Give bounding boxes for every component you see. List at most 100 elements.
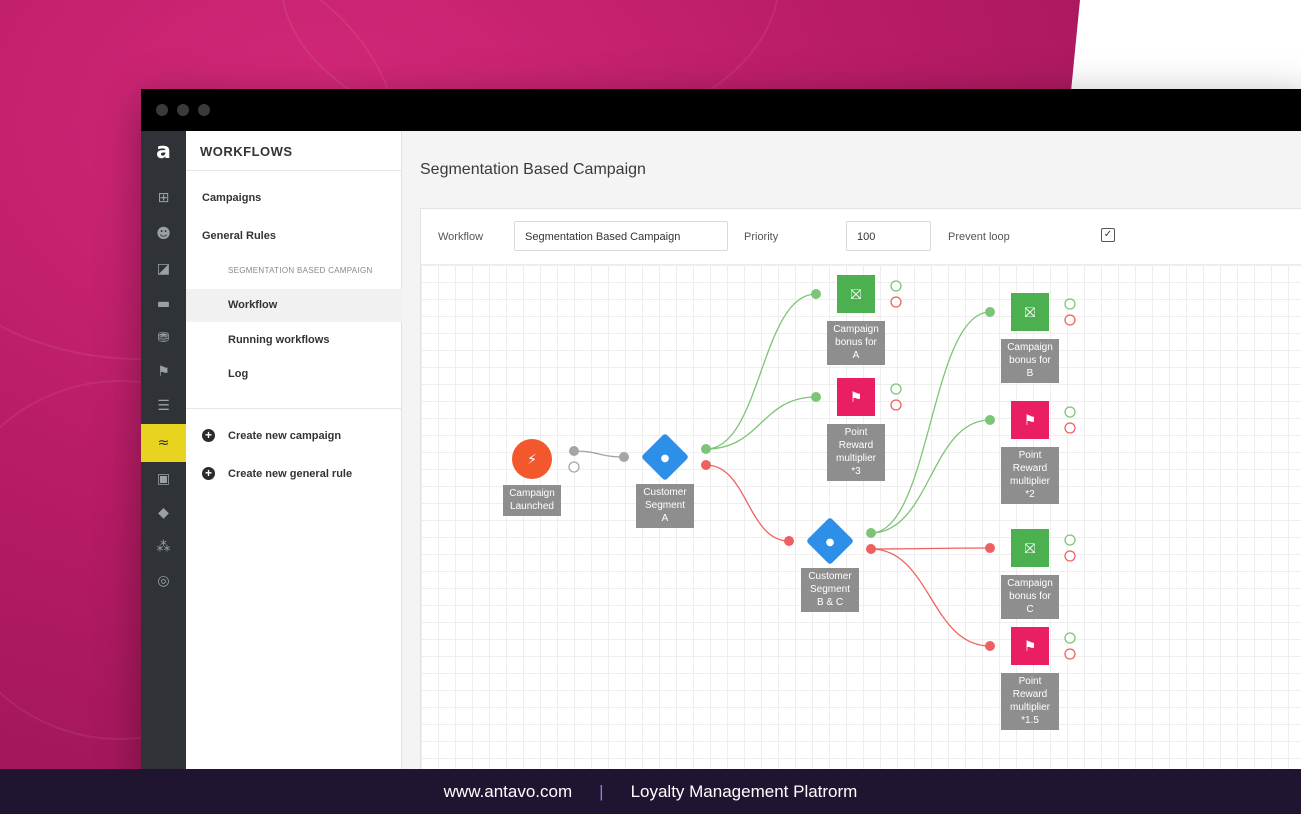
create-campaign-label: Create new campaign: [228, 429, 342, 442]
wallet-icon[interactable]: ▬: [156, 296, 171, 312]
input-port: [985, 641, 995, 651]
workflow-toolbar: Workflow Segmentation Based Campaign Pri…: [421, 209, 1301, 265]
workflow-edge: [705, 464, 790, 542]
flag-icon: ⚑: [1024, 413, 1037, 429]
node-label-box: [1001, 339, 1059, 383]
node-label-line: *3: [851, 466, 861, 477]
flag-icon[interactable]: ⚑: [157, 364, 170, 380]
node-label-line: Segment: [645, 500, 685, 511]
node-label-box: [1001, 575, 1059, 619]
gift-icon[interactable]: ⛃: [157, 330, 170, 346]
segments-icon[interactable]: ◪: [156, 261, 171, 277]
priority-input[interactable]: 100: [846, 221, 931, 251]
create-campaign-button[interactable]: + Create new campaign: [202, 429, 341, 442]
yes-port: [866, 528, 876, 538]
flag-node-shape: [837, 378, 875, 416]
logo-icon[interactable]: a: [141, 131, 186, 171]
lightning-icon: ⚡: [527, 452, 537, 468]
window-titlebar: [141, 89, 1301, 131]
node-label-box: [827, 424, 885, 481]
node-label-line: *2: [1025, 489, 1035, 500]
sidebar-divider: [186, 408, 401, 409]
node-label-box: [827, 321, 885, 365]
gift-node-shape: [837, 275, 875, 313]
input-port: [619, 452, 629, 462]
sidebar-item-general-rules[interactable]: General Rules: [202, 230, 276, 242]
input-port: [985, 307, 995, 317]
node-label-line: Segment: [810, 584, 850, 595]
workflow-name-input[interactable]: Segmentation Based Campaign: [514, 221, 728, 251]
node-label-line: Reward: [839, 440, 873, 451]
workflow-edge: [870, 548, 991, 647]
window-minimize-dot[interactable]: [177, 104, 189, 116]
node-label-line: *1.5: [1021, 715, 1039, 726]
node-label-line: Customer: [643, 487, 687, 498]
workflow-edge: [705, 293, 817, 450]
tags-icon[interactable]: ◆: [158, 505, 169, 521]
prevent-loop-checkbox[interactable]: ✓: [1101, 228, 1115, 242]
footer-tagline: Loyalty Management Platrorm: [630, 781, 858, 801]
plus-circle-icon: +: [202, 429, 215, 442]
workflow-edge: [870, 311, 991, 534]
node-label-box: [636, 484, 694, 528]
node-label-line: Campaign: [509, 488, 555, 499]
sidebar-item-campaigns[interactable]: Campaigns: [202, 192, 262, 204]
node-label-line: Reward: [1013, 463, 1047, 474]
inbox-icon[interactable]: ▣: [156, 471, 171, 487]
node-label-line: bonus for: [1009, 591, 1051, 602]
app-window: a ⊞ ☻ ◪ ▬ ⛃ ⚑ ☰ ≈ ▣ ◆ ⁂ ◎ WORKFLOWS Campaigns Gener…: [141, 89, 1301, 779]
sidebar-title: WORKFLOWS: [186, 131, 401, 171]
sidebar-item-workflow[interactable]: Workflow: [186, 289, 402, 322]
flag-icon: ⚑: [850, 390, 863, 406]
failure-port: [1064, 422, 1076, 434]
dashboard-icon[interactable]: ⊞: [157, 190, 170, 206]
create-general-rule-button[interactable]: + Create new general rule: [202, 467, 352, 480]
failure-port: [890, 399, 902, 411]
node-label-line: B: [1027, 368, 1034, 379]
workflow-graph: ⚡CampaignLaunched●CustomerSegmentA⛝Campa…: [503, 275, 1076, 730]
node-label-line: bonus for: [1009, 355, 1051, 366]
footer-separator: |: [599, 781, 604, 801]
success-port: [890, 383, 902, 395]
trigger-node-shape: [512, 439, 552, 479]
window-close-dot[interactable]: [156, 104, 168, 116]
users-icon[interactable]: ☻: [156, 226, 171, 242]
priority-label: Priority: [744, 231, 779, 243]
sidebar-item-log[interactable]: Log: [228, 368, 249, 380]
success-port: [1064, 534, 1076, 546]
footer-bar: www.antavo.com | Loyalty Management Plat…: [0, 769, 1301, 814]
chat-icon[interactable]: ☰: [157, 398, 170, 414]
stars-icon[interactable]: ⁂: [156, 539, 171, 555]
flag-icon: ⚑: [1024, 639, 1037, 655]
window-maximize-dot[interactable]: [198, 104, 210, 116]
no-port: [701, 460, 711, 470]
user-icon: ●: [826, 537, 835, 548]
node-label-line: bonus for: [835, 337, 877, 348]
flag-node-shape: [1011, 627, 1049, 665]
failure-port: [890, 296, 902, 308]
gift-node-shape: [1011, 529, 1049, 567]
node-label-line: A: [853, 350, 860, 361]
node-label-line: B & C: [817, 597, 843, 608]
output-port: [568, 461, 580, 473]
sidebar-item-running-workflows[interactable]: Running workflows: [228, 334, 330, 346]
success-port: [1064, 406, 1076, 418]
node-label-box: [1001, 447, 1059, 504]
node-label-line: Point: [1019, 450, 1042, 461]
input-port: [811, 289, 821, 299]
node-label-line: Reward: [1013, 689, 1047, 700]
icon-rail: a ⊞ ☻ ◪ ▬ ⛃ ⚑ ☰ ≈ ▣ ◆ ⁂ ◎: [141, 131, 186, 779]
workflows-icon[interactable]: ≈: [141, 424, 186, 462]
support-icon[interactable]: ◎: [157, 573, 170, 589]
footer-url[interactable]: www.antavo.com: [443, 781, 573, 801]
